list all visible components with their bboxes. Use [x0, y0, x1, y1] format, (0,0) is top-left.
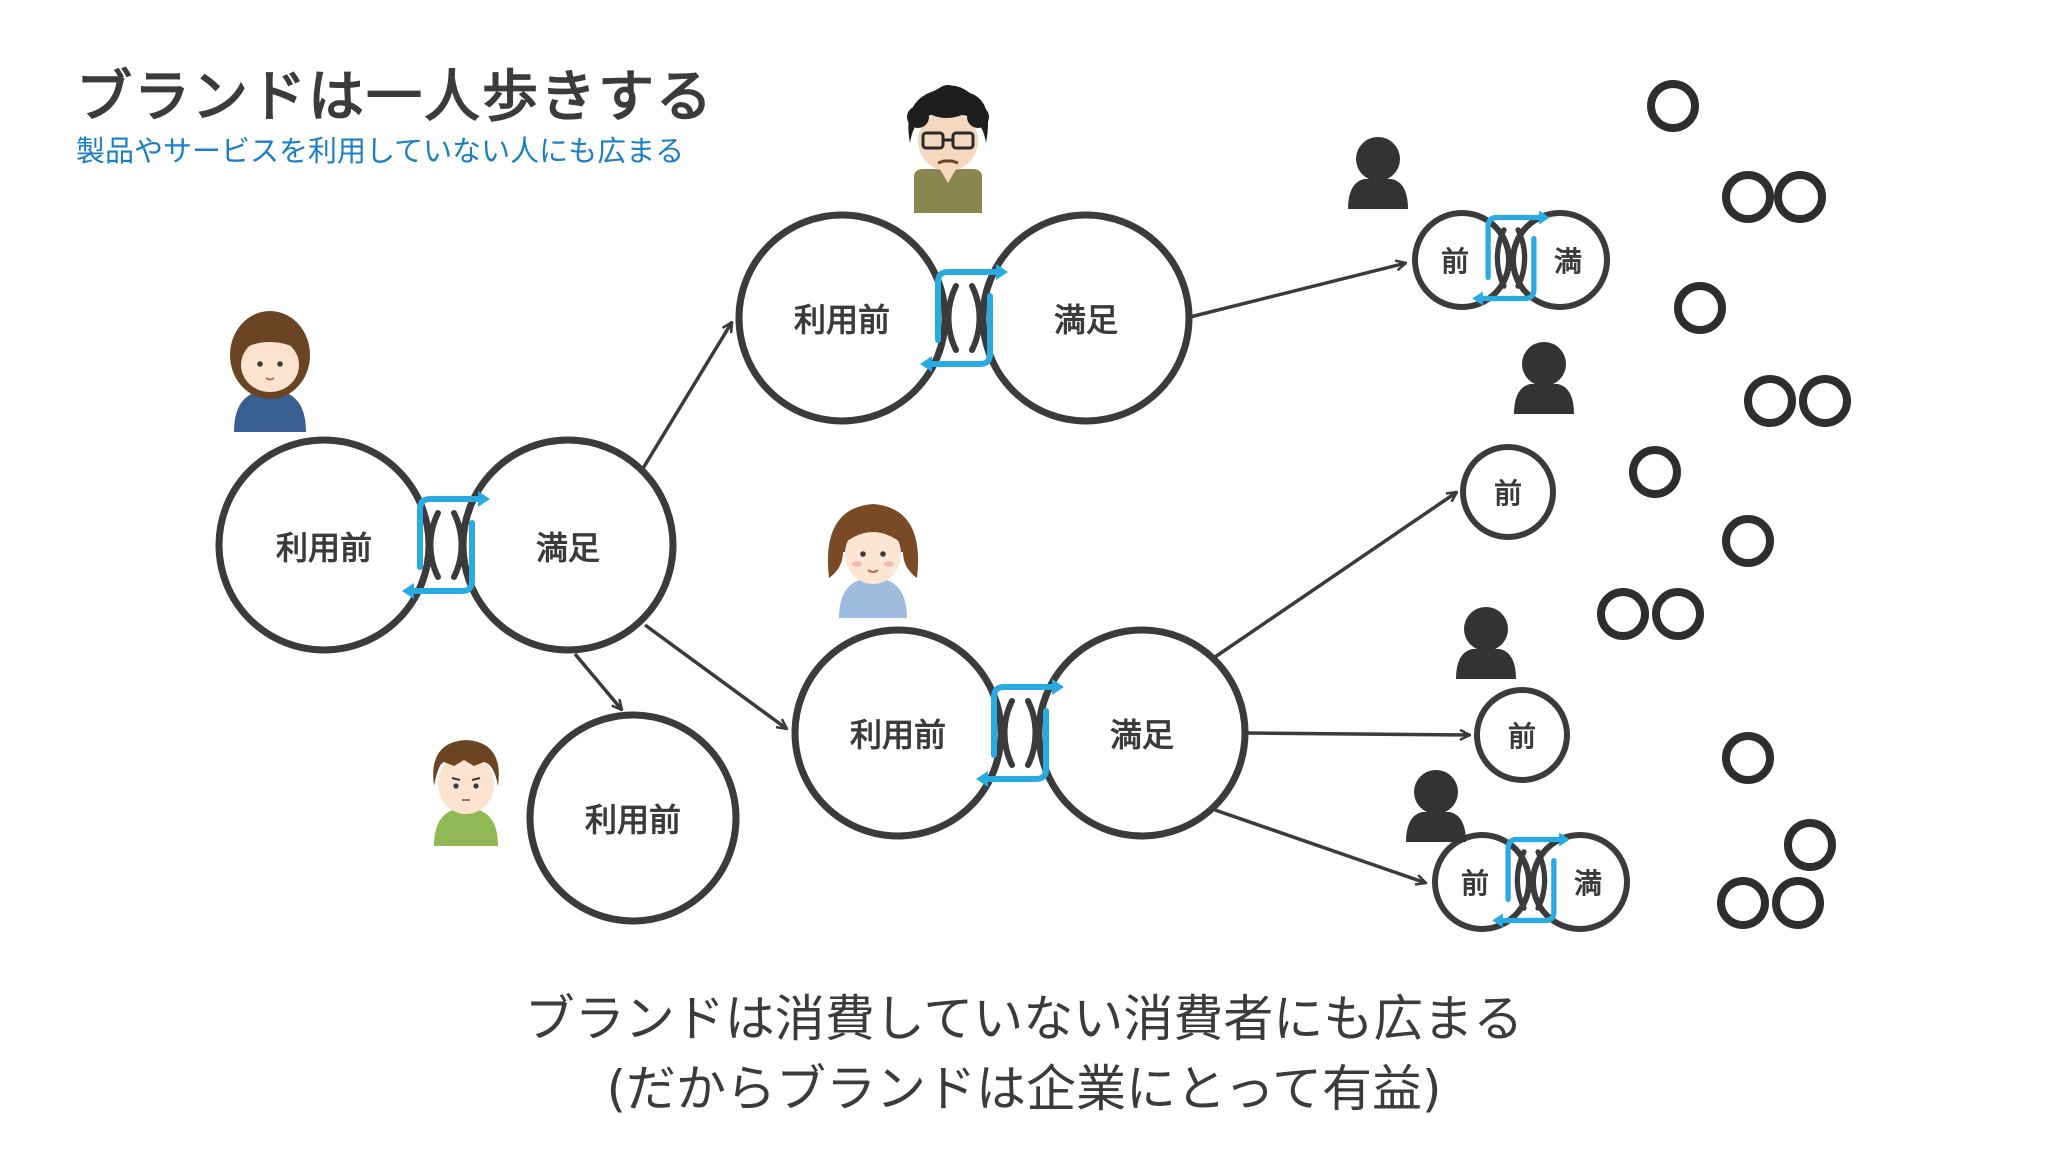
- scattered-circle: [1652, 588, 1704, 640]
- cycle-arrows-icon: [402, 491, 490, 599]
- scattered-circle: [1722, 171, 1774, 223]
- scattered-circle: [1774, 171, 1826, 223]
- node-label: 前: [1494, 477, 1522, 510]
- node-label: 前: [1461, 867, 1489, 900]
- slide-title: ブランドは一人歩きする: [76, 65, 714, 130]
- person-silhouette-icon: [1456, 607, 1516, 679]
- arrow-to-lower-pair: [643, 623, 787, 729]
- node-before: [735, 211, 949, 425]
- person-woman-icon: [827, 504, 919, 618]
- node-label: 利用前: [276, 529, 372, 567]
- node-label: 利用前: [850, 716, 946, 754]
- node-label: 利用前: [585, 801, 681, 839]
- node-satisfied: [979, 211, 1193, 425]
- node-label: 満: [1574, 867, 1602, 900]
- node-before: [791, 626, 1005, 840]
- node-pair-right-bottom: 前 満: [1432, 832, 1630, 932]
- person-silhouette-icon: [1514, 342, 1574, 414]
- arrow-to-right-before-1: [1214, 492, 1457, 659]
- slide-subtitle: 製品やサービスを利用していない人にも広まる: [76, 134, 685, 168]
- person-blue-shirt-icon: [230, 311, 310, 432]
- node-label: 前: [1508, 720, 1536, 753]
- node-label: 満足: [1110, 716, 1174, 754]
- scattered-circle: [1674, 282, 1726, 334]
- scattered-circles: [1597, 80, 1851, 929]
- person-green-shirt-icon: [433, 740, 499, 846]
- node-before-small: [1474, 687, 1570, 783]
- node-label: 満: [1554, 245, 1582, 278]
- arrow-to-right-bottom-pair: [1214, 808, 1426, 883]
- node-pair-left: 利用前 満足: [215, 436, 677, 654]
- scattered-circle: [1722, 515, 1774, 567]
- scattered-circle: [1629, 446, 1681, 498]
- person-glasses-icon: [907, 85, 989, 213]
- node-right-before-2: 前: [1474, 687, 1570, 783]
- cycle-arrows-icon: [976, 679, 1064, 787]
- node-pair-right-top: 前 満: [1412, 210, 1610, 310]
- scattered-circle: [1784, 819, 1836, 871]
- scattered-circle: [1722, 732, 1774, 784]
- arrow-to-upper-pair: [640, 322, 734, 471]
- node-pair-upper: 利用前 満足: [735, 211, 1193, 425]
- node-satisfied: [1035, 626, 1249, 840]
- caption: ブランドは消費していない消費者にも広まる (だからブランドは企業にとって有益): [0, 984, 2048, 1124]
- node-label: 前: [1441, 245, 1469, 278]
- node-standalone-before: 利用前: [526, 711, 740, 925]
- node-label: 満足: [1054, 301, 1118, 339]
- node-before-small: [1460, 444, 1556, 540]
- cycle-arrows-icon: [920, 264, 1008, 372]
- scattered-circle: [1744, 375, 1796, 427]
- scattered-circle: [1597, 588, 1649, 640]
- scattered-circle: [1647, 80, 1699, 132]
- cycle-arrows-icon: [1492, 832, 1570, 928]
- scattered-circle: [1799, 375, 1851, 427]
- node-before: [526, 711, 740, 925]
- arrow-to-right-before-2: [1245, 733, 1470, 735]
- person-silhouette-icon: [1348, 137, 1408, 209]
- node-right-before-1: 前: [1460, 444, 1556, 540]
- node-label: 満足: [536, 529, 600, 567]
- node-pair-lower: 利用前 満足: [791, 626, 1249, 840]
- arrow-to-right-top-pair: [1189, 263, 1406, 319]
- scattered-circle: [1717, 877, 1769, 929]
- node-label: 利用前: [794, 301, 890, 339]
- scattered-circle: [1772, 877, 1824, 929]
- arrows: [573, 263, 1470, 883]
- arrow-to-standalone-before: [573, 652, 622, 710]
- caption-line-1: ブランドは消費していない消費者にも広まる: [524, 990, 1524, 1048]
- person-silhouette-icon: [1406, 770, 1466, 842]
- caption-line-2: (だからブランドは企業にとって有益): [606, 1060, 1442, 1118]
